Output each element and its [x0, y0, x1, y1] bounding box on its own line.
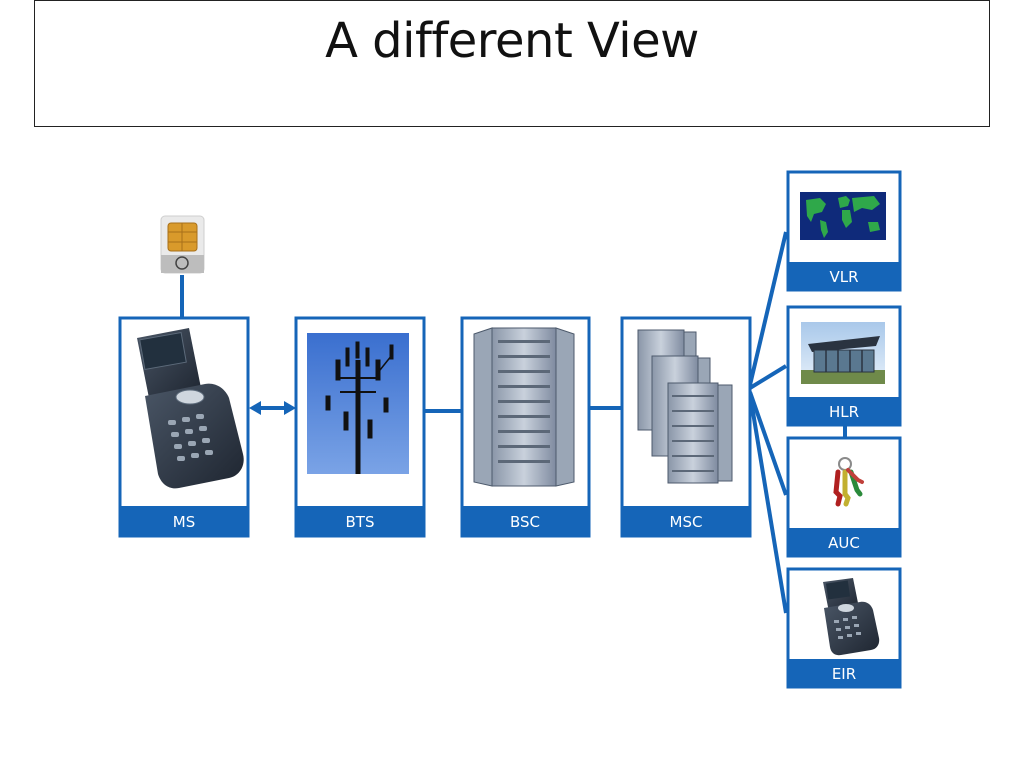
server-rack-icon	[473, 327, 575, 487]
eir-label: EIR	[832, 665, 856, 683]
sim-card-icon	[160, 215, 205, 274]
msc-hlr-link	[748, 364, 788, 390]
msc-eir-link	[748, 393, 788, 614]
server-racks-icon	[637, 329, 733, 484]
node-eir[interactable]: EIR	[786, 567, 902, 689]
node-auc[interactable]: AUC	[786, 436, 902, 558]
auc-label: AUC	[828, 534, 860, 552]
bts-label: BTS	[346, 513, 375, 531]
msc-vlr-link	[748, 231, 788, 386]
building-icon	[801, 322, 885, 384]
world-map-icon	[800, 192, 886, 240]
connections	[180, 231, 847, 614]
node-hlr[interactable]: HLR	[786, 305, 902, 427]
bsc-label: BSC	[510, 513, 540, 531]
vlr-label: VLR	[829, 268, 858, 286]
arrow-left	[249, 401, 261, 415]
msc-label: MSC	[670, 513, 703, 531]
node-bts[interactable]: BTS	[294, 316, 426, 538]
node-ms[interactable]: MS	[118, 316, 250, 538]
cell-tower-icon	[325, 341, 394, 474]
node-bsc[interactable]: BSC	[460, 316, 591, 538]
hlr-label: HLR	[829, 403, 859, 421]
slide-title: A different View	[325, 13, 699, 69]
keys-icon	[833, 457, 864, 507]
node-msc[interactable]: MSC	[620, 316, 752, 538]
msc-auc-link	[748, 391, 788, 496]
mobile-phone-icon	[823, 578, 880, 656]
ms-label: MS	[173, 513, 195, 531]
arrow-right	[284, 401, 296, 415]
node-vlr[interactable]: VLR	[786, 170, 902, 292]
title-box: A different View	[34, 0, 990, 127]
mobile-phone-icon	[137, 328, 244, 489]
ms-bts-arrows	[249, 401, 296, 415]
